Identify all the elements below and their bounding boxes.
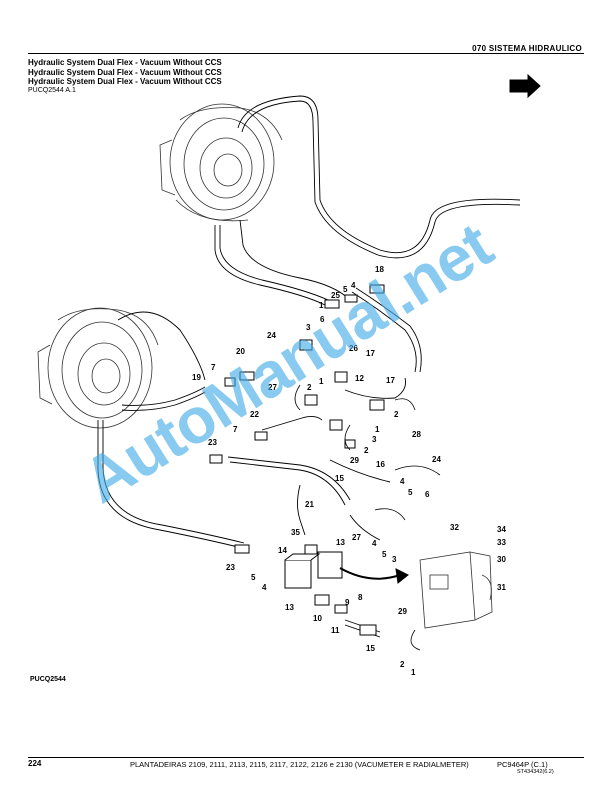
mounting-bracket — [419, 551, 493, 629]
callout-label: 3 — [306, 323, 311, 332]
callout-label: 6 — [425, 490, 430, 499]
callout-label: 2 — [394, 410, 399, 419]
callout-label: 19 — [192, 373, 201, 382]
direction-arrow-icon — [509, 73, 541, 99]
callout-label: 3 — [392, 555, 397, 564]
callout-label: 15 — [366, 644, 375, 653]
callout-label: 4 — [372, 539, 377, 548]
detail-arrow-icon — [339, 567, 401, 580]
section-title: 070 SISTEMA HIDRAULICO — [472, 44, 582, 53]
callout-label: 27 — [352, 533, 361, 542]
callout-label: 1 — [411, 668, 416, 677]
callout-label: 2 — [364, 446, 369, 455]
callout-labels: 18 25 5 4 1 6 24 3 26 20 17 19 7 27 2 1 … — [192, 265, 506, 677]
upper-fan-housing — [159, 103, 283, 222]
callout-label: 7 — [211, 363, 216, 372]
callout-label: 29 — [350, 456, 359, 465]
callout-label: 10 — [313, 614, 322, 623]
callout-label: 17 — [366, 349, 375, 358]
figure-code: PUCQ2544 — [30, 676, 66, 683]
callout-label: 4 — [400, 477, 405, 486]
callout-label: 24 — [432, 455, 441, 464]
callout-label: 4 — [262, 583, 267, 592]
callout-label: 29 — [398, 607, 407, 616]
callout-label: 12 — [355, 374, 364, 383]
callout-label: 27 — [268, 383, 277, 392]
callout-label: 30 — [497, 555, 506, 564]
lower-fan-housing — [37, 307, 159, 429]
figure-reference: PUCQ2544 A.1 — [28, 87, 76, 94]
callout-label: 21 — [305, 500, 314, 509]
footer-code: PC9464P (C.1) — [497, 760, 548, 769]
page-number: 224 — [28, 759, 42, 768]
fittings — [209, 284, 385, 636]
footer-description: PLANTADEIRAS 2109, 2111, 2113, 2115, 211… — [130, 760, 469, 769]
header-rule — [28, 53, 584, 54]
callout-label: 13 — [285, 603, 294, 612]
callout-label: 5 — [343, 285, 348, 294]
hoses — [97, 95, 521, 638]
callout-label: 23 — [226, 563, 235, 572]
callout-label: 1 — [375, 425, 380, 434]
page-title-3: Hydraulic System Dual Flex - Vacuum With… — [28, 77, 222, 86]
callout-label: 18 — [375, 265, 384, 274]
footer-subcode: ST434342(6.2) — [517, 769, 554, 775]
callout-label: 8 — [358, 593, 363, 602]
callout-label: 5 — [408, 488, 413, 497]
callout-label: 20 — [236, 347, 245, 356]
callout-label: 15 — [335, 474, 344, 483]
callout-label: 16 — [376, 460, 385, 469]
callout-label: 32 — [450, 523, 459, 532]
callout-label: 34 — [497, 525, 506, 534]
callout-label: 11 — [331, 626, 340, 635]
callout-label: 23 — [208, 438, 217, 447]
page-titles: Hydraulic System Dual Flex - Vacuum With… — [28, 58, 222, 87]
callout-label: 33 — [497, 538, 506, 547]
callout-label: 28 — [412, 430, 421, 439]
footer-rule — [28, 757, 584, 758]
page-title-2: Hydraulic System Dual Flex - Vacuum With… — [28, 67, 222, 77]
page-title-1: Hydraulic System Dual Flex - Vacuum With… — [28, 58, 222, 67]
callout-label: 7 — [233, 425, 238, 434]
callout-label: 14 — [278, 546, 287, 555]
callout-label: 25 — [331, 291, 340, 300]
valve-blocks — [284, 551, 343, 589]
callout-label: 31 — [497, 583, 506, 592]
callout-label: 24 — [267, 331, 276, 340]
callout-label: 6 — [320, 315, 325, 324]
callout-label: 35 — [291, 528, 300, 537]
callout-label: 26 — [349, 344, 358, 353]
callout-label: 17 — [386, 376, 395, 385]
callout-label: 9 — [345, 598, 350, 607]
callout-label: 1 — [319, 377, 324, 386]
callout-label: 1 — [319, 301, 324, 310]
callout-label: 5 — [251, 573, 256, 582]
sensor-cables — [294, 384, 441, 651]
callout-label: 3 — [372, 435, 377, 444]
callout-label: 2 — [307, 383, 312, 392]
callout-label: 13 — [336, 538, 345, 547]
callout-label: 4 — [351, 281, 356, 290]
callout-label: 22 — [250, 410, 259, 419]
callout-label: 5 — [382, 550, 387, 559]
callout-label: 2 — [400, 660, 405, 669]
